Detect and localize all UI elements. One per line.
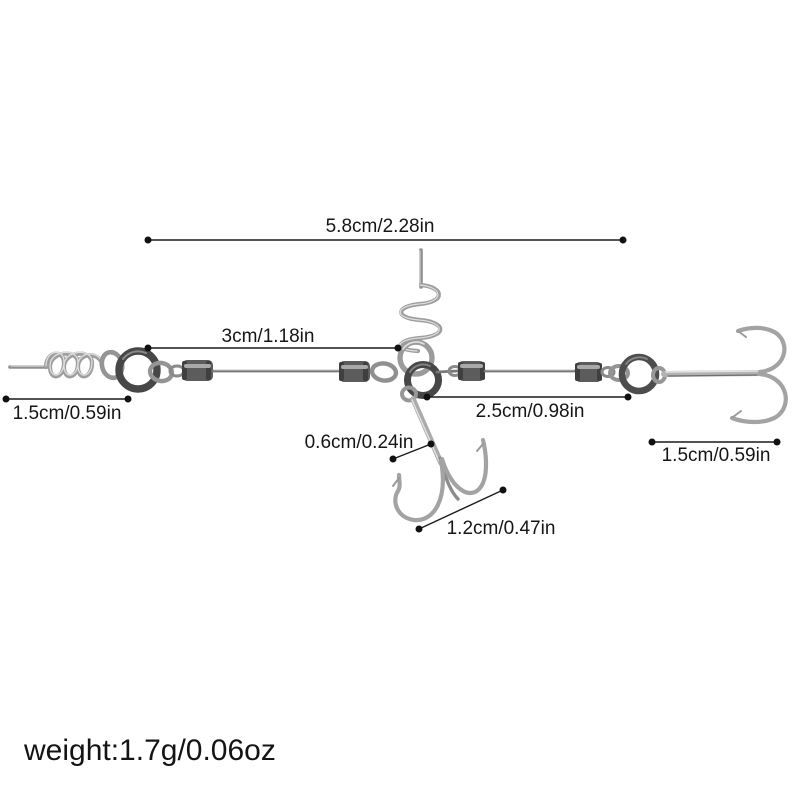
- hook-barb: [476, 443, 484, 452]
- barrel-swivel-1: [168, 360, 213, 381]
- hook-shank: [661, 370, 766, 377]
- barrel-swivel-3: [447, 361, 485, 381]
- right-split-ring: [618, 353, 660, 395]
- hook-eye: [400, 385, 418, 403]
- center-right-wire: [435, 369, 460, 374]
- center-corkscrew-spring: [398, 248, 443, 354]
- barrel-cap-left: [182, 361, 187, 380]
- ring-highlight: [122, 350, 147, 360]
- dim-right-hook-line: [648, 438, 781, 446]
- spring-highlight: [399, 284, 440, 352]
- dim-endpoint-dot: [624, 393, 632, 401]
- dim-endpoint-dot: [394, 344, 402, 352]
- dim-endpoint-dot: [415, 525, 423, 533]
- right-treble-hook: [651, 325, 788, 425]
- dim-hook-gap-leader: [389, 440, 435, 463]
- dim-center-hook-leader: [415, 486, 507, 533]
- hook-shank: [410, 396, 444, 466]
- hook-prong-bottom: [729, 371, 788, 425]
- barrel-cap-left: [339, 362, 344, 381]
- left-corkscrew-spring: [43, 351, 105, 379]
- hook-barb: [737, 330, 747, 338]
- left-wire: [211, 369, 342, 373]
- right-oval-link: [608, 364, 630, 382]
- center-treble-hook: [392, 385, 489, 523]
- dim-endpoint-dot: [499, 486, 507, 494]
- dim-label-center-hook-gap: 0.6cm/0.24in: [304, 432, 414, 453]
- spring-highlight: [45, 351, 103, 376]
- dim-endpoint-dot: [144, 344, 152, 352]
- dim-label-center-hook-width: 1.2cm/0.47in: [446, 518, 556, 539]
- dim-endpoint-dot: [619, 236, 627, 244]
- right-wire: [483, 369, 577, 373]
- dim-endpoint-dot: [124, 395, 132, 403]
- barrel-highlight: [341, 365, 368, 369]
- left-split-ring: [115, 347, 161, 393]
- dimension-lines: [2, 236, 781, 533]
- dim-left-section-line: [144, 344, 402, 352]
- hook-prong-left: [393, 458, 445, 523]
- weight-label: weight:1.7g/0.06oz: [24, 734, 276, 767]
- barrel-highlight: [577, 365, 600, 369]
- barrel-cap-right: [206, 361, 211, 380]
- center-split-rings: [397, 339, 442, 399]
- dim-endpoint-dot: [427, 440, 435, 448]
- dim-endpoint-dot: [648, 438, 656, 446]
- barrel-swivel-2: [339, 361, 370, 382]
- dim-endpoint-dot: [773, 438, 781, 446]
- hook-prong-right: [439, 437, 489, 495]
- dim-overall-line: [144, 236, 627, 244]
- dim-endpoint-dot: [389, 455, 397, 463]
- left-screw-pin: [8, 365, 49, 369]
- hook-barb: [392, 477, 400, 487]
- dim-left-screw-line: [2, 395, 132, 403]
- dim-right-section-line: [423, 393, 632, 401]
- hook-prong-top: [735, 325, 787, 375]
- barrel-swivel-4: [575, 362, 616, 382]
- barrel-highlight: [460, 364, 483, 368]
- dim-label-right-section: 2.5cm/0.98in: [475, 401, 585, 422]
- barrel-cap-right: [363, 362, 368, 381]
- dim-label-left-screw: 1.5cm/0.59in: [12, 403, 122, 424]
- dim-endpoint-dot: [144, 236, 152, 244]
- dim-endpoint-dot: [2, 395, 10, 403]
- dim-label-overall: 5.8cm/2.28in: [325, 216, 435, 237]
- hook-barb: [732, 410, 742, 418]
- barrel-highlight: [184, 364, 211, 368]
- center-oval-link: [369, 361, 399, 383]
- dim-label-right-hook-width: 1.5cm/0.59in: [661, 445, 771, 466]
- dim-label-left-section: 3cm/1.18in: [221, 326, 315, 347]
- dim-endpoint-dot: [423, 393, 431, 401]
